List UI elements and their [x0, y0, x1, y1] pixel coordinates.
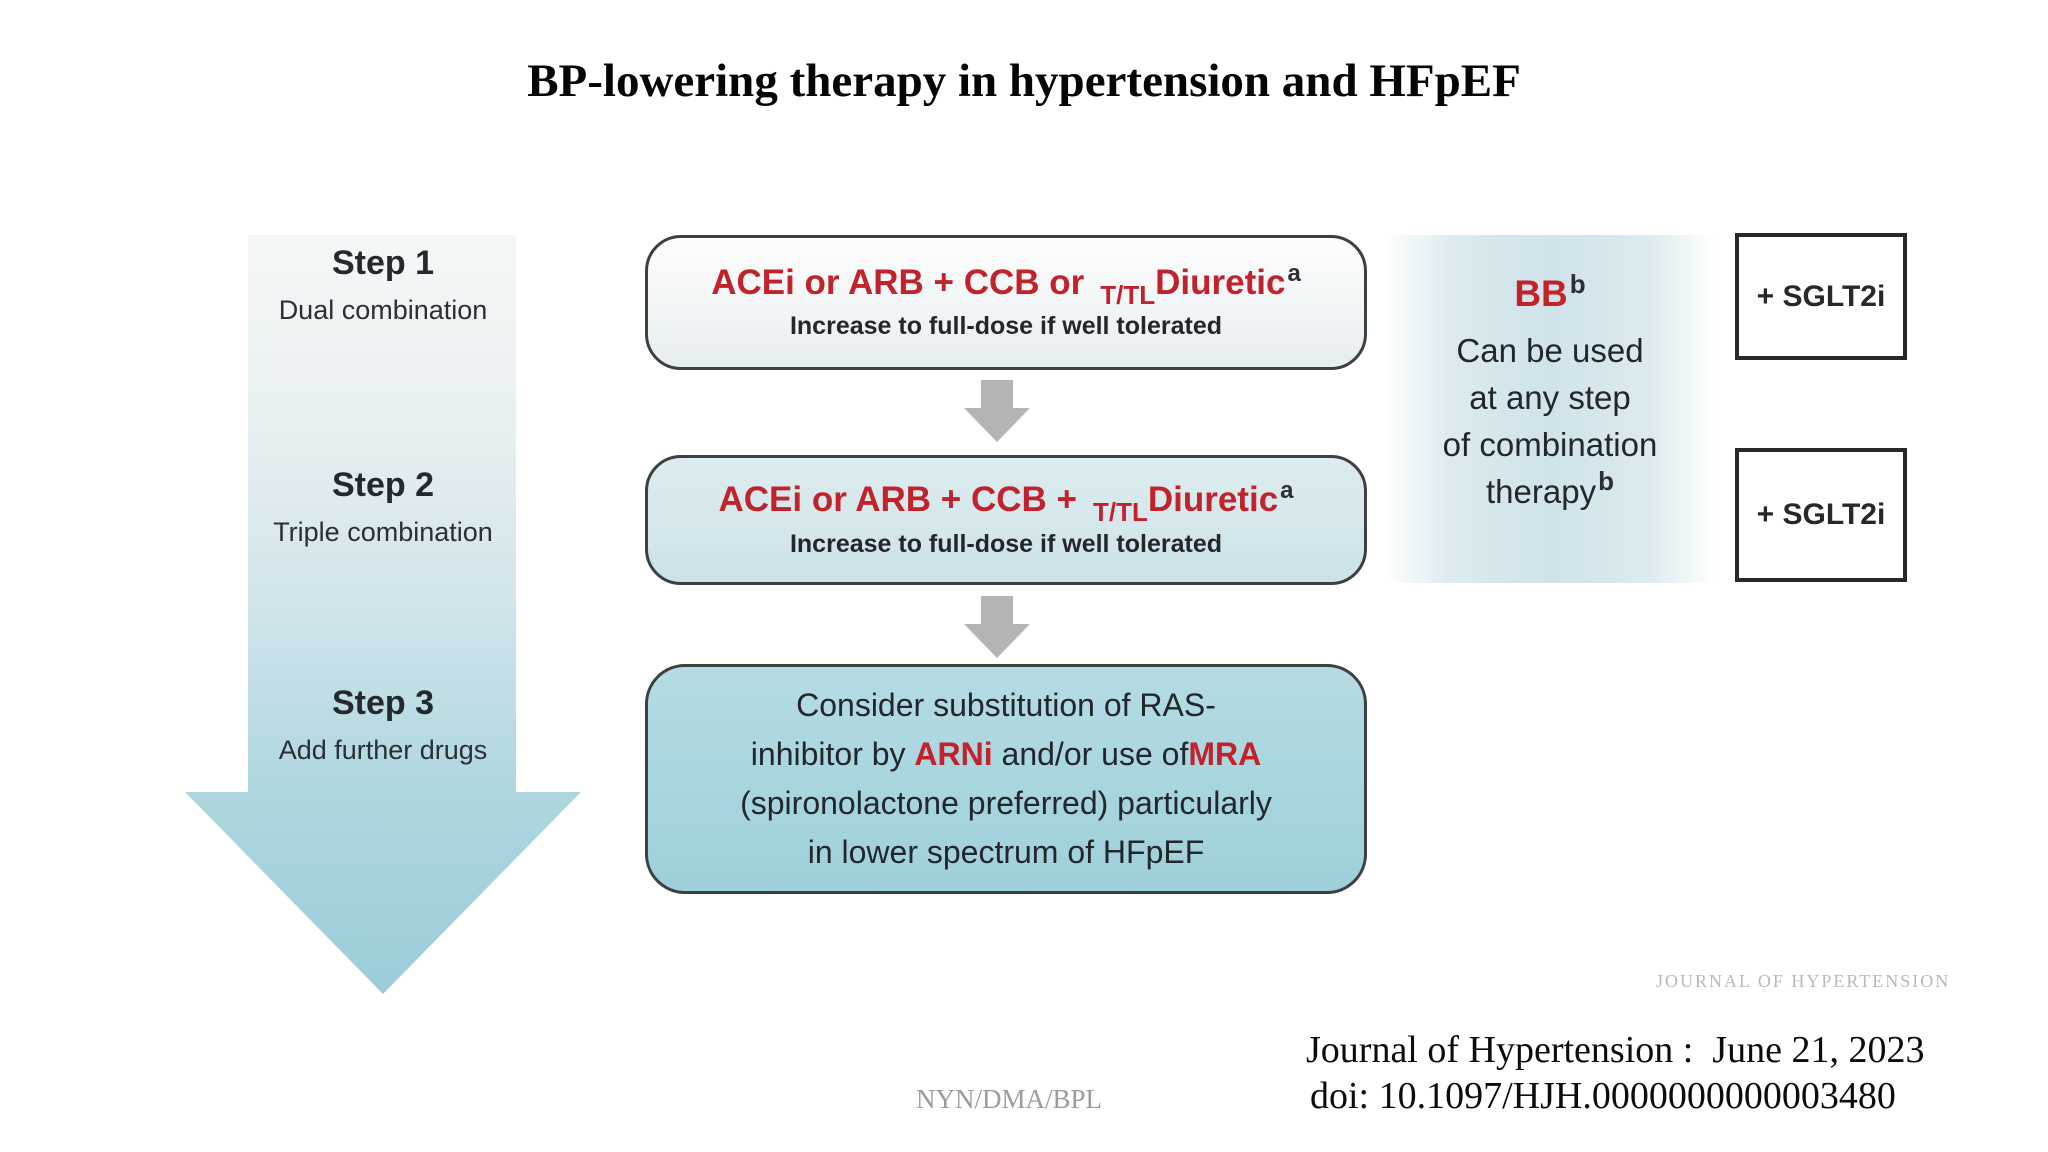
bb-footnote-marker-2: b: [1598, 466, 1614, 496]
author-initials-credit: NYN/DMA/BPL: [916, 1084, 1103, 1114]
therapy-step1-diuretic-subscript: T/TL: [1100, 279, 1156, 310]
bb-line-4: therapyb: [1385, 466, 1715, 518]
sglt2i-label: + SGLT2i: [1756, 279, 1886, 313]
step-arrow-down-icon: [185, 792, 581, 994]
therapy-step3-line4: in lower spectrum of HFpEF: [740, 828, 1272, 877]
therapy-box-step1: ACEi or ARB + CCB or T/TLDiuretica Increa…: [645, 235, 1367, 370]
step-2-sublabel: Triple combination: [273, 517, 493, 547]
bb-line-1: Can be used: [1456, 332, 1644, 369]
flow-arrow-stem: [981, 596, 1013, 624]
therapy-box-step3-text: Consider substitution of RAS- inhibitor …: [740, 681, 1272, 877]
therapy-box-step2: ACEi or ARB + CCB + T/TLDiuretica Increas…: [645, 455, 1367, 585]
bb-line-3: of combination: [1442, 426, 1658, 463]
sglt2i-box-step1: + SGLT2i: [1735, 233, 1907, 360]
therapy-step3-line1: Consider substitution of RAS-: [740, 681, 1272, 730]
therapy-box-step3: Consider substitution of RAS- inhibitor …: [645, 664, 1367, 894]
therapy-step3-line4-text: in lower spectrum of HFpEF: [807, 834, 1205, 870]
step-2-label: Step 2: [331, 466, 435, 504]
therapy-step1-regimen: ACEi or ARB + CCB or: [711, 262, 1085, 302]
therapy-box-step1-note: Increase to full-dose if well tolerated: [789, 312, 1223, 341]
flow-arrow-stem: [981, 380, 1013, 408]
bb-line-4-text: therapy: [1486, 473, 1597, 510]
therapy-step2-diuretic-subscript: T/TL: [1092, 497, 1148, 528]
citation-doi: doi: 10.1097/HJH.0000000000003480: [1310, 1075, 1896, 1117]
sglt2i-box-step2: + SGLT2i: [1735, 448, 1907, 582]
therapy-step2-regimen: ACEi or ARB + CCB +: [718, 480, 1077, 520]
therapy-step3-line3-text: (spironolactone preferred) particularly: [740, 785, 1272, 821]
therapy-step3-line2-mid: and/or use of: [992, 736, 1189, 772]
therapy-step3-arni: ARNi: [914, 736, 993, 772]
therapy-box-step2-main: ACEi or ARB + CCB + T/TLDiuretica: [718, 478, 1293, 527]
therapy-step3-line2-pre: inhibitor by: [750, 736, 915, 772]
citation-journal-date: Journal of Hypertension : June 21, 2023: [1306, 1029, 1925, 1071]
step-1-sublabel: Dual combination: [278, 295, 488, 325]
therapy-step2-footnote-marker: a: [1280, 477, 1294, 505]
flow-arrow-head: [964, 624, 1030, 658]
step-1-label: Step 1: [331, 244, 435, 282]
bb-label: BB: [1514, 273, 1568, 314]
therapy-step3-line3: (spironolactone preferred) particularly: [740, 779, 1272, 828]
therapy-box-step1-main: ACEi or ARB + CCB or T/TLDiuretica: [711, 260, 1301, 309]
bb-heading: BBb: [1385, 269, 1715, 315]
flow-down-arrow-icon: [964, 380, 1030, 442]
therapy-step1-diuretic: Diuretic: [1155, 262, 1286, 302]
bb-description: Can be used at any step of combination t…: [1385, 327, 1715, 518]
page-title: BP-lowering therapy in hypertension and …: [527, 55, 1521, 107]
bb-footnote-marker: b: [1569, 269, 1586, 299]
therapy-box-step2-note: Increase to full-dose if well tolerated: [789, 529, 1223, 558]
therapy-step3-line2: inhibitor by ARNi and/or use ofMRA: [740, 730, 1272, 779]
flow-down-arrow-icon: [964, 596, 1030, 658]
therapy-step3-line1-text: Consider substitution of RAS-: [796, 687, 1216, 723]
therapy-step2-diuretic: Diuretic: [1147, 480, 1279, 520]
flow-arrow-head: [964, 408, 1030, 442]
step-arrow-body: [248, 235, 516, 793]
step-3-label: Step 3: [331, 684, 435, 722]
bb-panel: BBb Can be used at any step of combinati…: [1385, 235, 1715, 583]
step-3-sublabel: Add further drugs: [278, 735, 488, 765]
journal-watermark: JOURNAL OF HYPERTENSION: [1656, 971, 1951, 991]
sglt2i-label: + SGLT2i: [1756, 498, 1886, 531]
bb-line-2: at any step: [1469, 379, 1631, 416]
therapy-step1-footnote-marker: a: [1287, 259, 1301, 287]
therapy-step3-mra: MRA: [1188, 736, 1262, 772]
